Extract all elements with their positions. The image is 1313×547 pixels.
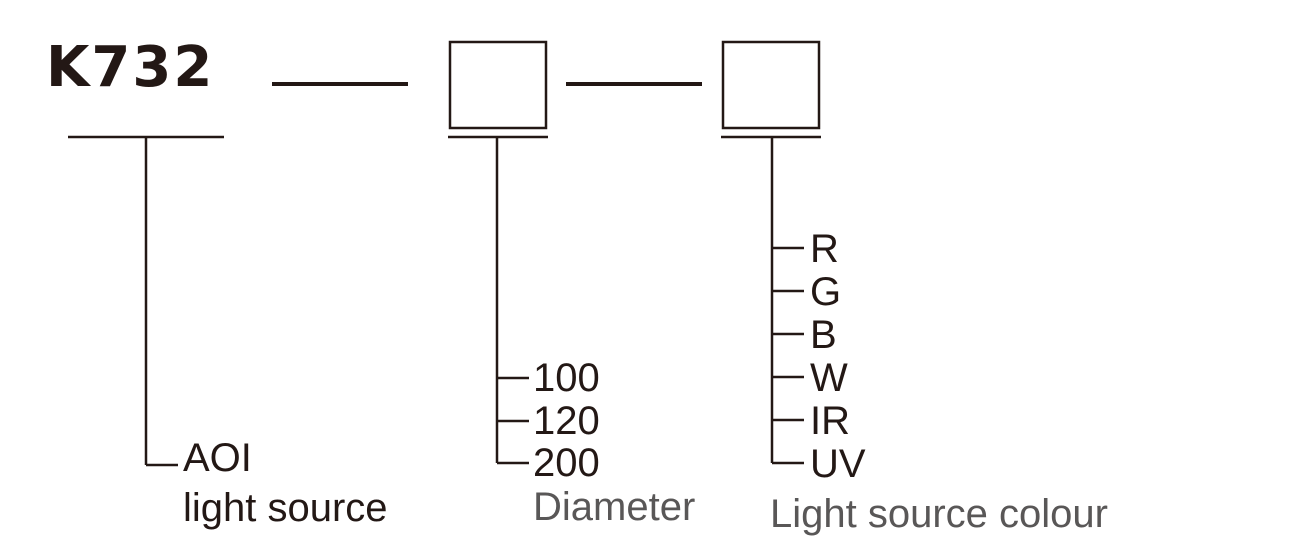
colour-option: R [810,227,839,271]
diameter-option: 100 [533,356,600,400]
colour-label: Light source colour [770,492,1108,536]
colour-option: UV [810,442,866,486]
diameter-code-box [448,40,548,130]
colour-option: IR [810,399,850,443]
colour-option: G [810,270,841,314]
model-number: K732 [46,35,214,100]
series-label-line2: light source [183,486,388,530]
diameter-option: 120 [533,399,600,443]
colour-option: W [810,356,848,400]
series-label-line1: AOI [183,436,252,480]
diameter-label: Diameter [533,485,695,529]
diameter-option: 200 [533,441,600,485]
colour-code-box [721,40,821,130]
colour-option: B [810,313,837,357]
